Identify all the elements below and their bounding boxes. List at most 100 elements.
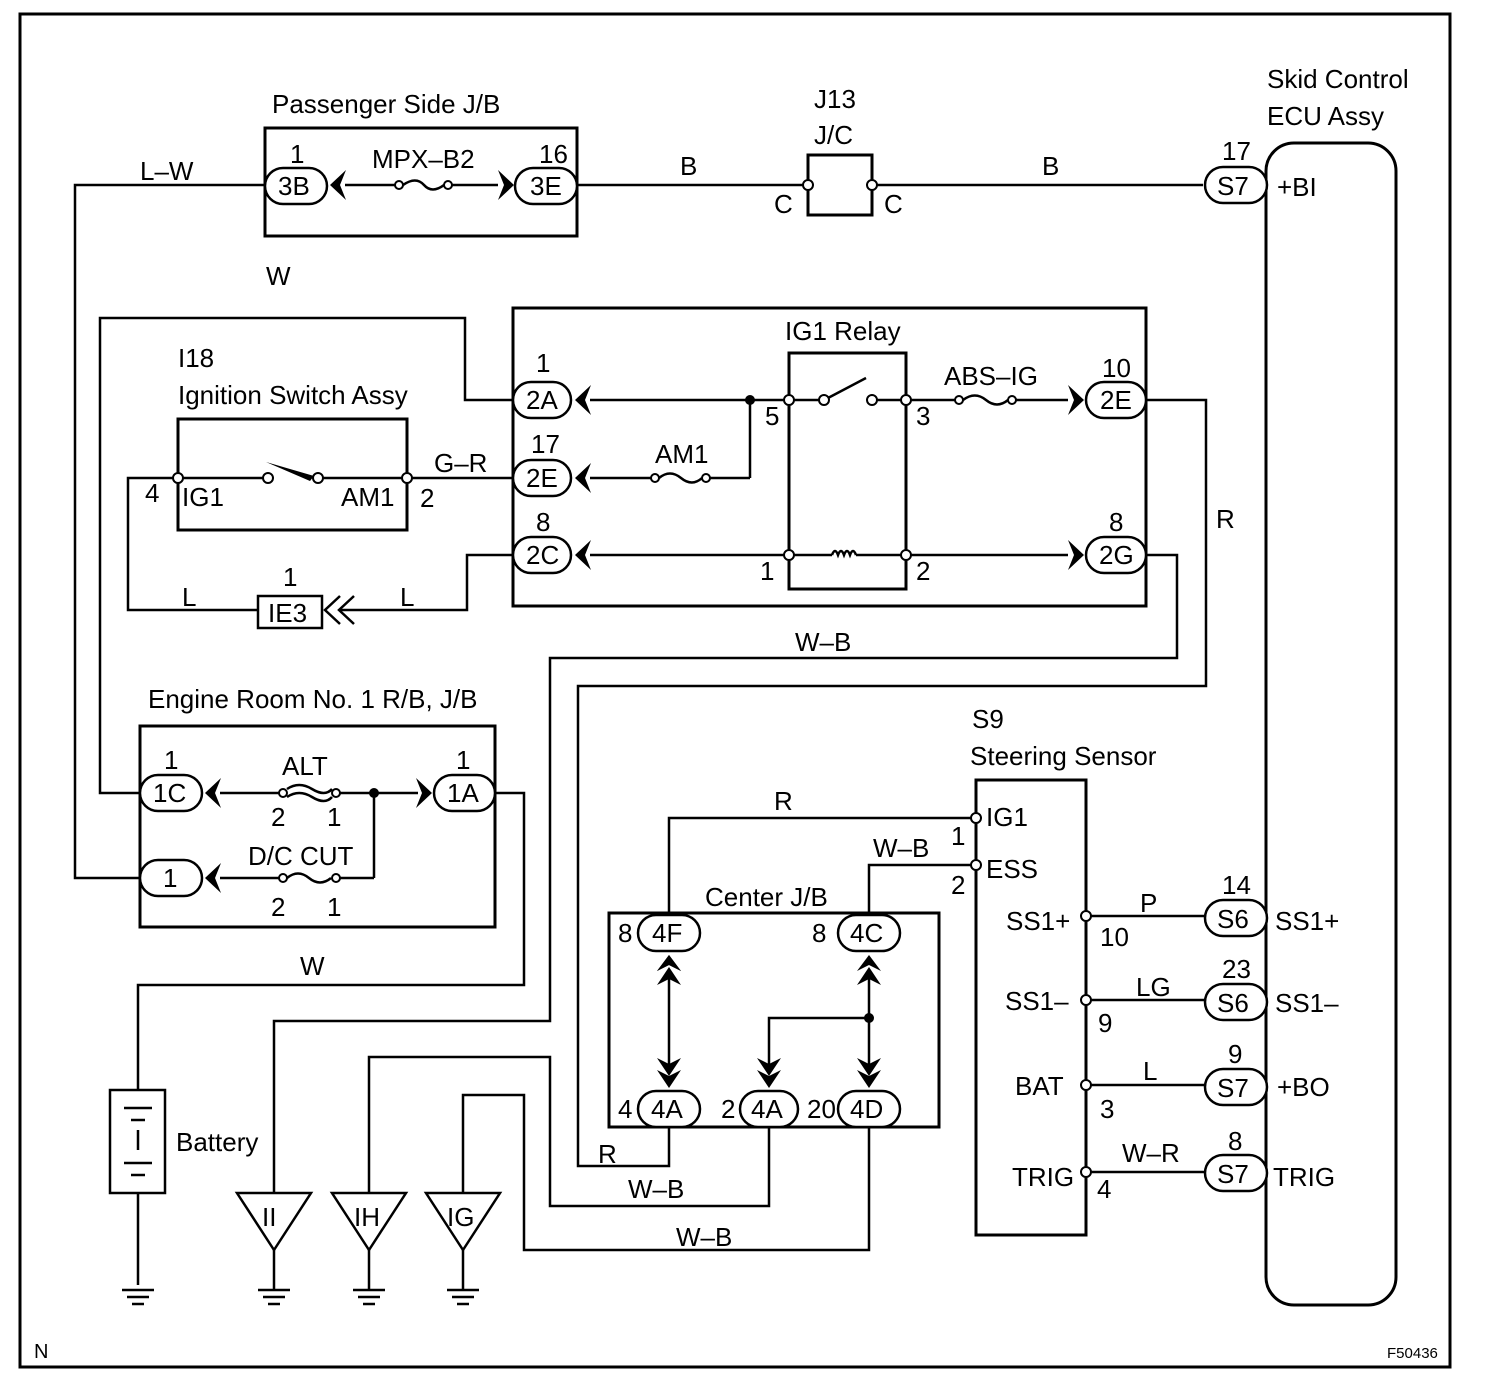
ground-ih: IH bbox=[329, 1191, 409, 1306]
connector-2a-pin: 1 bbox=[536, 348, 550, 378]
connector-3b-pin: 1 bbox=[290, 139, 304, 169]
connector-2e-right-pin: 10 bbox=[1102, 353, 1131, 383]
ecu-terminal-trig: TRIG bbox=[1273, 1162, 1335, 1192]
engine-room-jb: Engine Room No. 1 R/B, J/B 1C 1 ALT 2 1 … bbox=[138, 684, 497, 929]
sensor-pin-bat-num: 3 bbox=[1100, 1094, 1114, 1124]
ignition-switch-am1: AM1 bbox=[341, 482, 394, 512]
ecu-connector-s7-trig: S7 bbox=[1217, 1159, 1249, 1189]
connector-4a-2-label: 4A bbox=[751, 1094, 783, 1124]
connector-1-label: 1 bbox=[163, 863, 177, 893]
wire-color-l-w: L–W bbox=[140, 156, 194, 186]
diagram-frame bbox=[18, 12, 1452, 1369]
ecu-connector-s7-bo: S7 bbox=[1217, 1073, 1249, 1103]
ignition-switch-pin-4: 4 bbox=[145, 478, 159, 508]
connector-4f-pin: 8 bbox=[618, 918, 632, 948]
wire-color-w-b-top: W–B bbox=[795, 627, 851, 657]
corner-label: N bbox=[34, 1341, 48, 1363]
wire-color-l-right: L bbox=[400, 582, 414, 612]
connector-1a-pin: 1 bbox=[456, 745, 470, 775]
figure-code: F50436 bbox=[1387, 1345, 1438, 1362]
fuse-dc-pin-1: 1 bbox=[327, 892, 341, 922]
sensor-pin-ss1p-num: 10 bbox=[1100, 922, 1129, 952]
ie3-label: IE3 bbox=[268, 598, 307, 628]
relay-pin-1: 1 bbox=[760, 556, 774, 586]
ignition-switch-id: I18 bbox=[178, 343, 214, 373]
wire-color-b-1: B bbox=[680, 151, 697, 181]
connector-3e-label: 3E bbox=[530, 171, 562, 201]
connector-2e-right-label: 2E bbox=[1100, 385, 1132, 415]
wire-color-r-bottom: R bbox=[598, 1139, 617, 1169]
ecu-pin-9: 9 bbox=[1228, 1039, 1242, 1069]
sensor-pin-ss1m-num: 9 bbox=[1098, 1008, 1112, 1038]
battery-label: Battery bbox=[176, 1127, 258, 1157]
fuse-alt-pin-1: 1 bbox=[327, 802, 341, 832]
ground-ig: IG bbox=[423, 1191, 503, 1306]
wire-color-l-bat: L bbox=[1143, 1056, 1157, 1086]
fuse-dc-pin-2: 2 bbox=[271, 892, 285, 922]
ignition-switch-ig1: IG1 bbox=[182, 482, 224, 512]
fuse-dc-cut-label: D/C CUT bbox=[248, 841, 354, 871]
battery: Battery bbox=[108, 1088, 258, 1306]
ecu-terminal-bi: +BI bbox=[1277, 172, 1317, 202]
ecu-title-line2: ECU Assy bbox=[1267, 101, 1384, 131]
connector-4a-2-pin: 2 bbox=[721, 1094, 735, 1124]
ecu-terminal-ss1p: SS1+ bbox=[1275, 906, 1339, 936]
fuse-am1-label: AM1 bbox=[655, 439, 708, 469]
sensor-pin-ss1p-label: SS1+ bbox=[1006, 906, 1070, 936]
sensor-pin-ess-num: 2 bbox=[951, 870, 965, 900]
ecu-terminal-bo: +BO bbox=[1277, 1072, 1330, 1102]
connector-4a-1-label: 4A bbox=[651, 1094, 683, 1124]
ground-ig-label: IG bbox=[447, 1202, 474, 1232]
j13-left-pin: C bbox=[774, 189, 793, 219]
connector-4d-pin: 20 bbox=[807, 1094, 836, 1124]
wire-color-w-2: W bbox=[300, 951, 325, 981]
connector-4f-label: 4F bbox=[652, 918, 682, 948]
j13-right-pin: C bbox=[884, 189, 903, 219]
j13-title: J13 bbox=[814, 84, 856, 114]
connector-1c-pin: 1 bbox=[164, 745, 178, 775]
wire-color-w-1: W bbox=[266, 261, 291, 291]
wire-color-lg: LG bbox=[1136, 972, 1171, 1002]
wires bbox=[73, 183, 1208, 1290]
ecu-pin-14: 14 bbox=[1222, 870, 1251, 900]
ecu-connector-s6-ss1p: S6 bbox=[1217, 904, 1249, 934]
ignition-switch-title: Ignition Switch Assy bbox=[178, 380, 408, 410]
ecu-terminal-ss1m: SS1– bbox=[1275, 988, 1339, 1018]
sensor-pin-ig1-label: IG1 bbox=[986, 802, 1028, 832]
sensor-pin-trig-label: TRIG bbox=[1012, 1162, 1074, 1192]
fuse-alt-label: ALT bbox=[282, 751, 328, 781]
passenger-jb-title: Passenger Side J/B bbox=[272, 89, 500, 119]
connector-4d-label: 4D bbox=[850, 1094, 883, 1124]
steering-sensor: S9 Steering Sensor IG1 1 ESS 2 SS1+ 10 S… bbox=[951, 704, 1157, 1237]
wire-color-w-b-ig: W–B bbox=[676, 1222, 732, 1252]
j13-subtitle: J/C bbox=[814, 120, 853, 150]
j13-junction-connector: J13 J/C C C bbox=[774, 84, 903, 219]
sensor-pin-ss1m-label: SS1– bbox=[1005, 986, 1069, 1016]
fuse-abs-ig-label: ABS–IG bbox=[944, 361, 1038, 391]
sensor-pin-bat-label: BAT bbox=[1015, 1071, 1064, 1101]
ie3-pin: 1 bbox=[283, 562, 297, 592]
connector-3b-label: 3B bbox=[278, 171, 310, 201]
center-jb-title: Center J/B bbox=[705, 882, 828, 912]
connector-2g-label: 2G bbox=[1099, 540, 1134, 570]
wire-color-w-b-ih: W–B bbox=[628, 1174, 684, 1204]
steering-sensor-title: Steering Sensor bbox=[970, 741, 1157, 771]
wire-color-b-2: B bbox=[1042, 151, 1059, 181]
ecu-connector-s7-bi: S7 bbox=[1217, 171, 1249, 201]
ground-ii: II bbox=[234, 1191, 314, 1306]
fuse-alt-pin-2: 2 bbox=[271, 802, 285, 832]
sensor-pin-ig1-num: 1 bbox=[951, 821, 965, 851]
ecu-pin-17: 17 bbox=[1222, 136, 1251, 166]
ecu-connector-s6-ss1m: S6 bbox=[1217, 988, 1249, 1018]
connector-2c-pin: 8 bbox=[536, 507, 550, 537]
skid-control-ecu: Skid Control ECU Assy S7 17 +BI S6 14 SS… bbox=[1203, 64, 1409, 1307]
center-jb: Center J/B 4F 8 4C 8 4A 4 4A 2 4D 20 bbox=[607, 882, 941, 1129]
wire-color-l-left: L bbox=[182, 582, 196, 612]
connector-1a-label: 1A bbox=[447, 778, 479, 808]
ecu-pin-8: 8 bbox=[1228, 1126, 1242, 1156]
steering-sensor-id: S9 bbox=[972, 704, 1004, 734]
ig1-relay-block: IG1 Relay 2A 1 5 3 ABS–IG 2E 10 2E 17 bbox=[511, 306, 1148, 608]
ignition-switch-assy: I18 Ignition Switch Assy IG1 AM1 4 2 bbox=[145, 343, 434, 532]
connector-2e-left-pin: 17 bbox=[531, 429, 560, 459]
